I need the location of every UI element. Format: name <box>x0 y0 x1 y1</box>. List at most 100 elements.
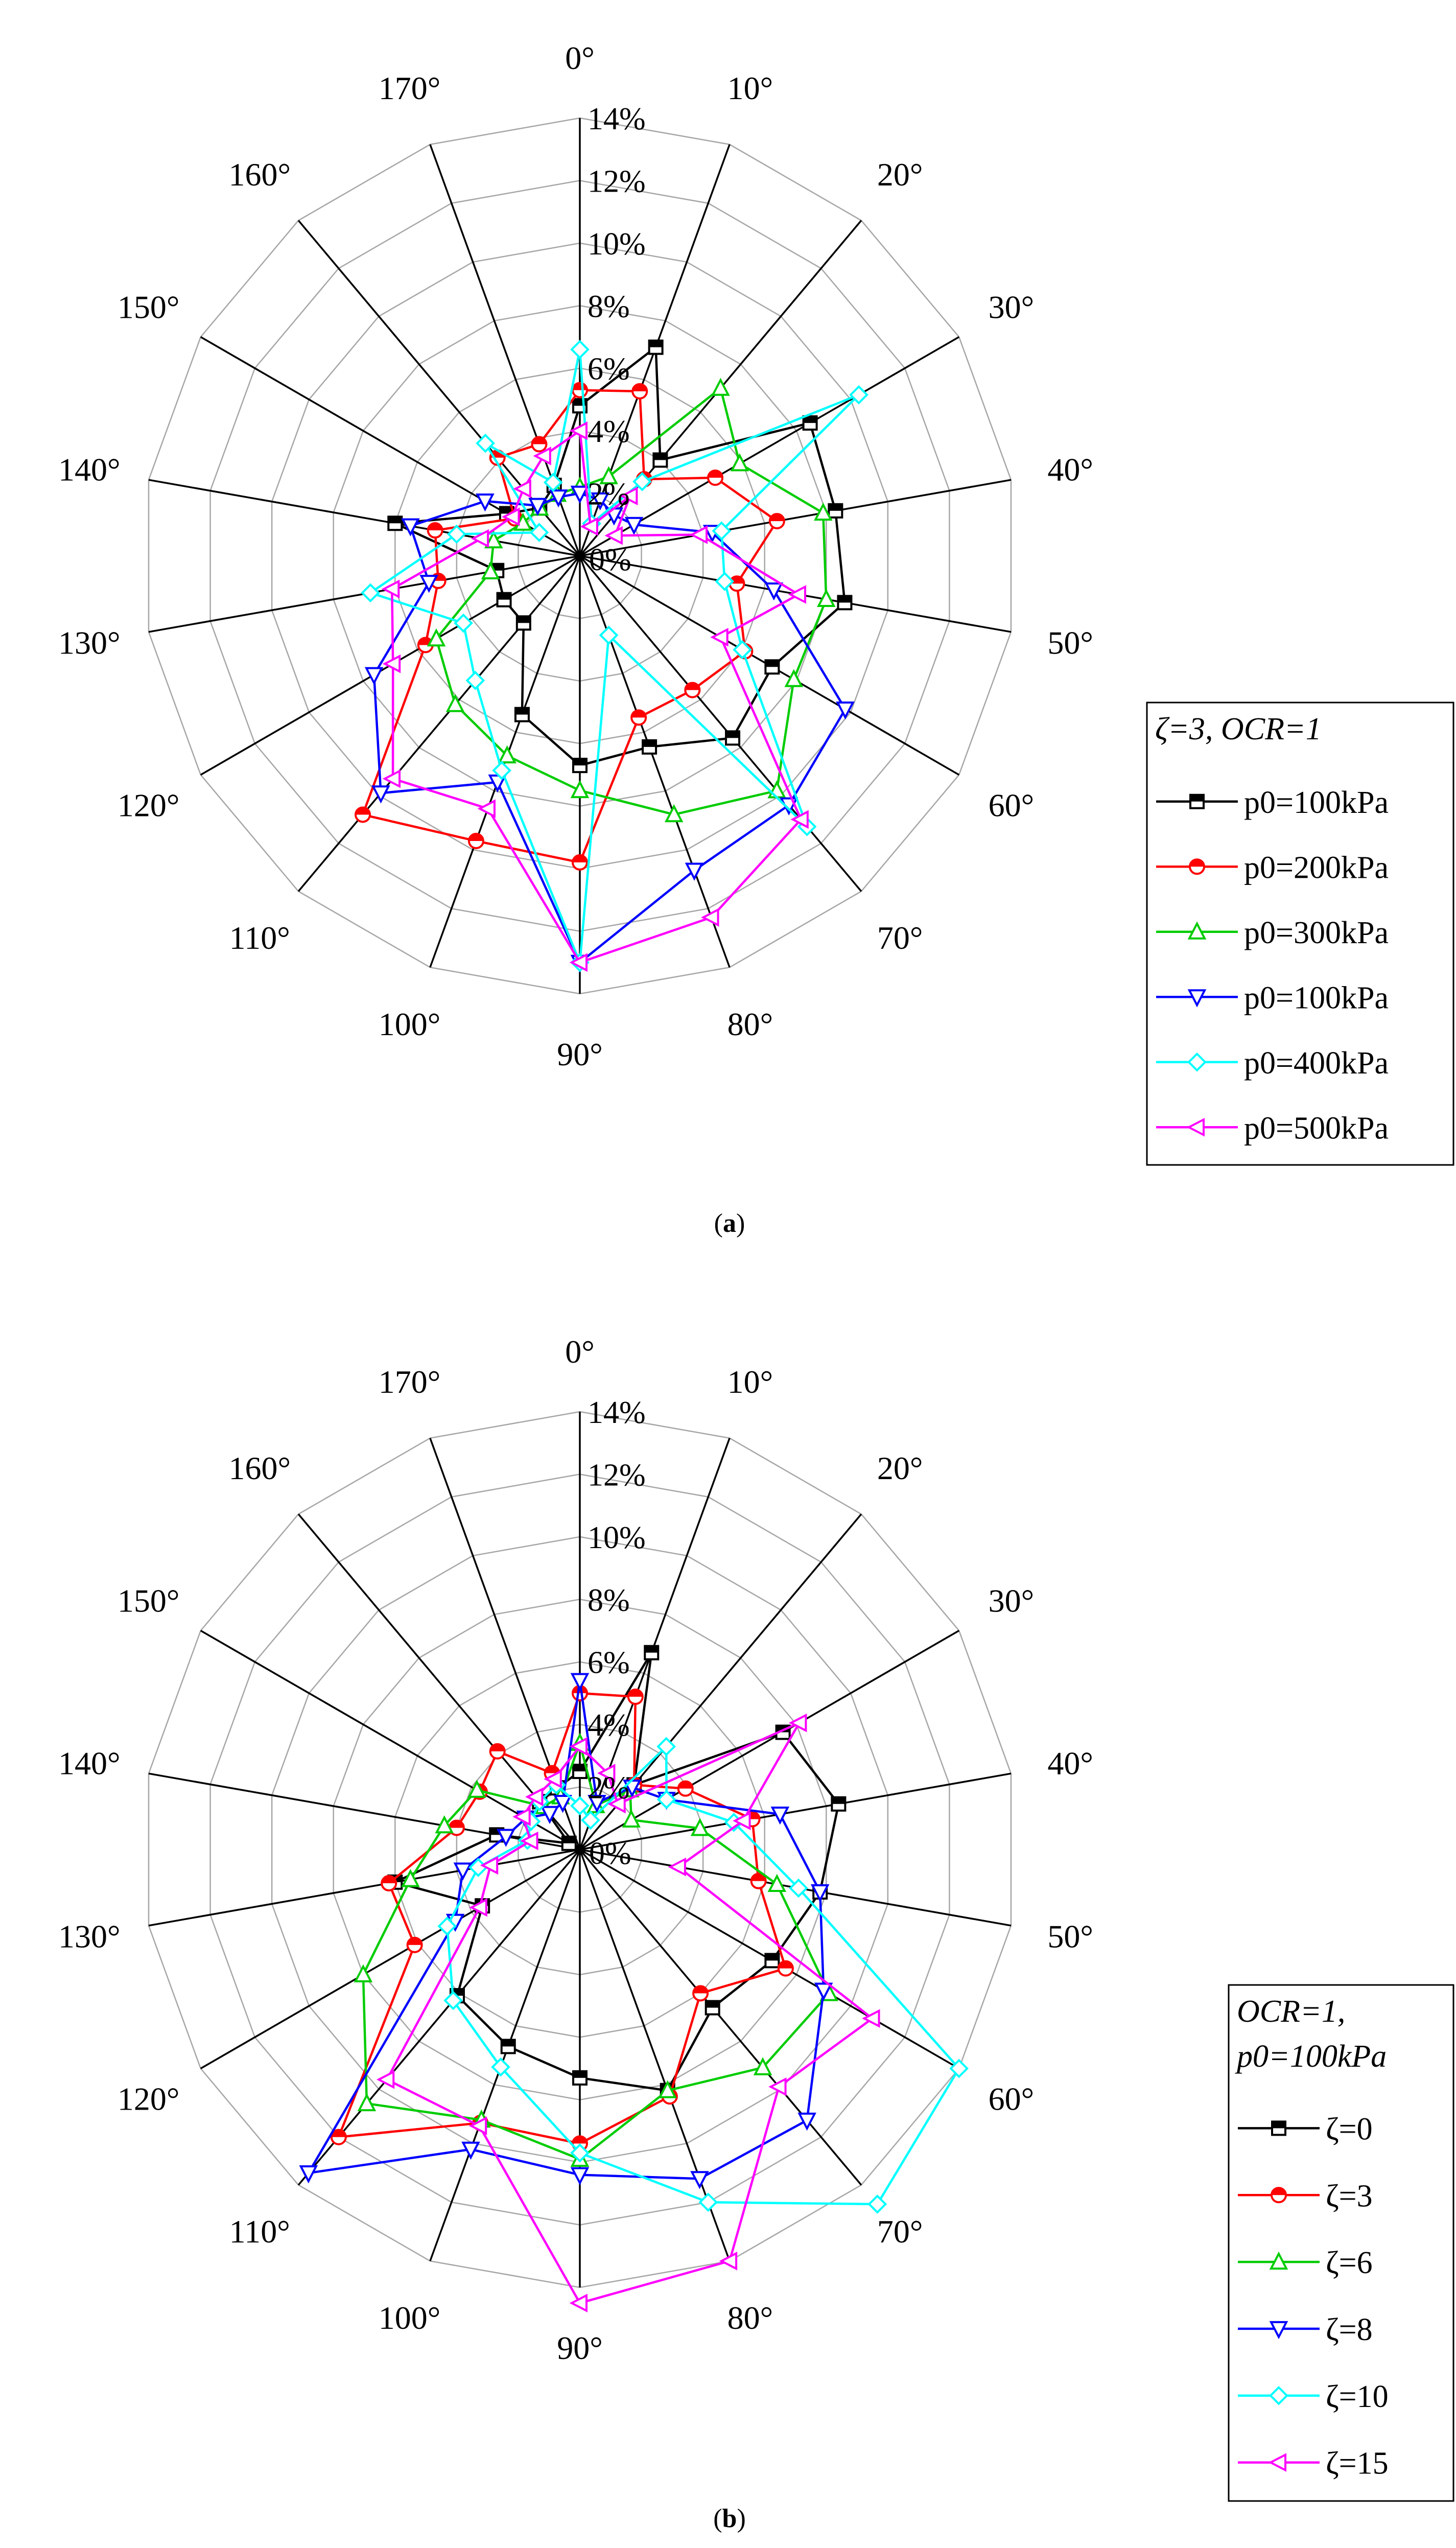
angle-tick-label: 10° <box>727 1364 773 1400</box>
data-point <box>512 1807 531 1827</box>
radar-chart-a: 0°10°20°30°40°50°60°70°80°90°100°110°120… <box>58 40 1454 1166</box>
data-point-fill <box>645 1646 659 1653</box>
data-point-fill <box>449 1820 464 1828</box>
data-point <box>435 1815 454 1834</box>
data-point-fill <box>685 683 700 690</box>
angle-labels: 0°10°20°30°40°50°60°70°80°90°100°110°120… <box>58 40 1093 1072</box>
angle-tick-label: 30° <box>989 289 1035 325</box>
data-point <box>570 485 590 504</box>
data-point <box>533 447 551 465</box>
angle-tick-label: 0° <box>565 40 595 76</box>
data-point <box>471 529 489 548</box>
data-point-fill <box>468 833 483 841</box>
spoke-line <box>200 1849 580 2070</box>
data-point <box>770 1806 790 1825</box>
series-4 <box>299 1673 833 2189</box>
data-point <box>789 1878 808 1898</box>
spoke-line <box>579 1438 731 1850</box>
angle-tick-label: 50° <box>1047 1918 1093 1954</box>
legend-swatch-marker <box>1268 2453 1286 2472</box>
angle-tick-label: 130° <box>58 624 121 661</box>
data-point <box>544 1769 562 1789</box>
data-point-fill <box>573 1764 586 1771</box>
data-point <box>453 1862 473 1881</box>
data-point-fill <box>693 1986 708 1994</box>
data-point <box>569 953 588 972</box>
data-point <box>656 1790 676 1809</box>
angle-tick-label: 90° <box>557 1036 603 1072</box>
spoke-line <box>429 1849 581 2261</box>
data-point <box>570 2143 590 2163</box>
data-point <box>620 486 638 506</box>
data-point-fill <box>562 1836 576 1843</box>
legend-box <box>1228 1984 1454 2502</box>
legend-swatch-marker-fill <box>1190 794 1204 802</box>
data-point <box>357 2093 377 2112</box>
series-6 <box>376 1713 880 2312</box>
data-point <box>814 1982 833 2001</box>
radial-tick-labels: 0%2%4%6%8%10%12%14% <box>588 102 646 577</box>
data-point <box>797 2112 816 2131</box>
data-point <box>816 589 836 607</box>
data-point <box>604 526 623 545</box>
series-6 <box>381 421 809 972</box>
data-point <box>570 1796 590 1816</box>
data-point-fill <box>829 504 842 511</box>
angle-tick-label: 70° <box>877 2213 923 2250</box>
spoke-line <box>579 1629 960 1851</box>
data-point <box>570 780 590 799</box>
angle-tick-label: 10° <box>727 70 773 106</box>
data-point <box>622 1809 641 1828</box>
data-point <box>570 1673 590 1691</box>
legend-entry: p0=400kPa <box>1244 1046 1389 1081</box>
data-point-fill <box>501 2040 515 2047</box>
data-point <box>867 2194 887 2214</box>
angle-tick-label: 60° <box>989 2081 1035 2117</box>
data-point <box>658 2080 677 2098</box>
data-point-fill <box>765 660 779 667</box>
data-point <box>685 862 704 881</box>
radial-tick-label: 0% <box>589 543 631 577</box>
data-point <box>753 2057 772 2075</box>
panel-b-letter: b <box>722 2504 737 2533</box>
data-point <box>465 671 485 690</box>
data-point <box>668 1857 686 1877</box>
legend-swatch-marker-fill <box>1190 859 1204 867</box>
angle-tick-label: 70° <box>877 920 923 956</box>
data-point <box>733 1811 751 1830</box>
radial-tick-label: 12% <box>588 164 646 199</box>
data-point-fill <box>726 731 740 738</box>
angle-tick-label: 140° <box>58 452 121 488</box>
data-point <box>476 493 495 512</box>
data-point <box>381 579 400 599</box>
angle-tick-label: 110° <box>229 920 290 956</box>
legend-swatch-marker <box>1269 2321 1288 2340</box>
legend-swatch-marker <box>1187 1052 1207 1072</box>
legend-entry: p0=100kPa <box>1244 980 1389 1015</box>
data-point-fill <box>706 2001 719 2008</box>
data-point-fill <box>545 1766 559 1773</box>
data-point <box>513 479 531 498</box>
data-point <box>607 1794 626 1814</box>
data-point-fill <box>708 470 723 478</box>
data-point-fill <box>631 710 646 718</box>
data-point <box>498 745 516 764</box>
data-point-fill <box>832 1797 846 1804</box>
data-point-fill <box>532 437 547 445</box>
legend-entry: ζ=8 <box>1326 2312 1373 2347</box>
panel-a-letter: a <box>723 1209 736 1238</box>
angle-tick-label: 120° <box>118 787 180 824</box>
data-point <box>599 466 618 484</box>
legend-swatch-marker <box>1187 921 1207 940</box>
legend-entry: ζ=10 <box>1326 2379 1389 2414</box>
data-point-fill <box>628 1689 643 1697</box>
angle-tick-label: 150° <box>118 289 180 325</box>
data-point-fill <box>573 855 587 862</box>
data-point <box>447 524 466 544</box>
data-point <box>813 502 833 521</box>
data-point <box>553 1794 572 1813</box>
data-point <box>476 433 495 453</box>
data-point-fill <box>382 1876 396 1883</box>
legend-title: ζ=3, OCR=1 <box>1155 712 1322 746</box>
data-point <box>784 669 804 687</box>
